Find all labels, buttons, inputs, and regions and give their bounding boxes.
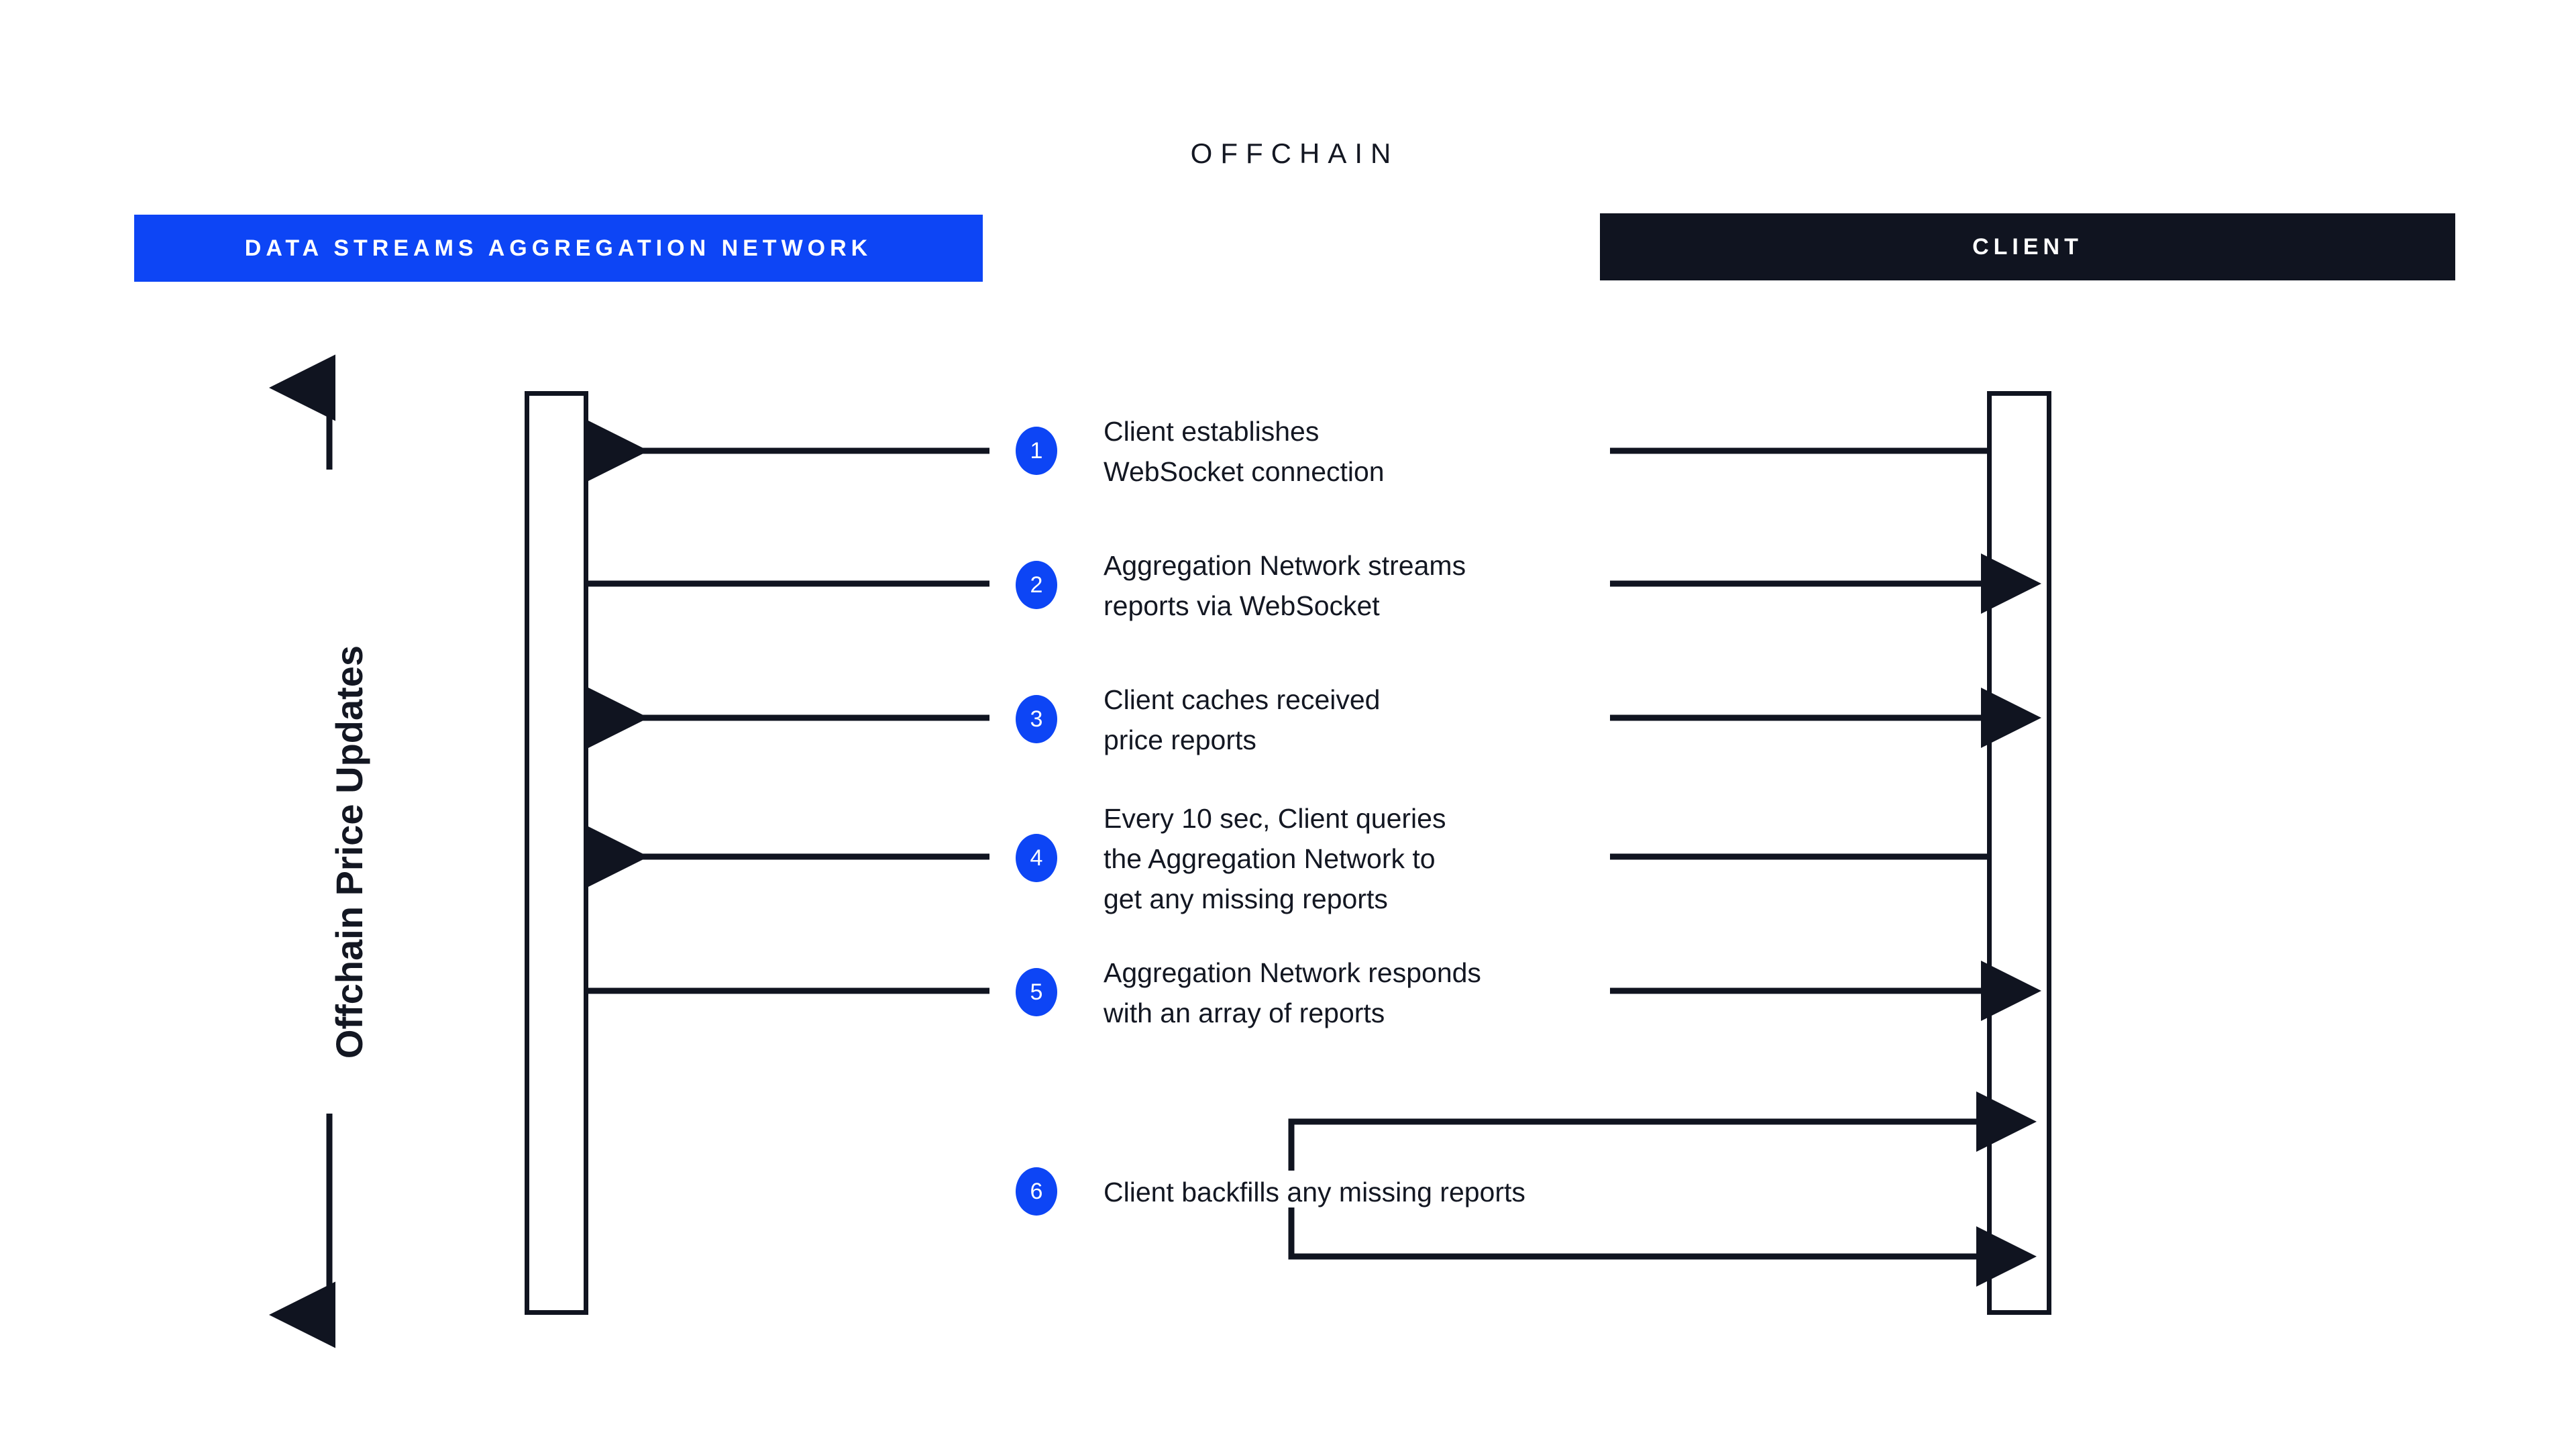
lane-header-aggregation-network-label: DATA STREAMS AGGREGATION NETWORK	[244, 235, 873, 261]
step-text-5: Aggregation Network responds with an arr…	[1104, 957, 1481, 1028]
step-badge-6-number: 6	[1030, 1178, 1043, 1204]
step-badge-2[interactable]: 2	[1016, 561, 1057, 609]
step-badge-1[interactable]: 1	[1016, 427, 1057, 475]
step-badge-6[interactable]: 6	[1016, 1167, 1057, 1216]
connector-step-6-lower	[1288, 1208, 2037, 1287]
step-badge-5[interactable]: 5	[1016, 968, 1057, 1016]
step-text-1: Client establishes WebSocket connection	[1104, 416, 1385, 487]
step-badge-5-number: 5	[1030, 979, 1043, 1005]
step-text-6: Client backfills any missing reports	[1104, 1177, 1525, 1208]
lane-header-aggregation-network: DATA STREAMS AGGREGATION NETWORK	[134, 215, 983, 282]
step-badge-4-number: 4	[1030, 845, 1043, 871]
offchain-price-updates-axis: Offchain Price Updates	[288, 376, 376, 1328]
lane-header-client-label: CLIENT	[1972, 233, 2083, 260]
diagram-title: OFFCHAIN	[1190, 138, 1399, 169]
connector-step-6-upper	[1288, 1091, 2037, 1171]
offchain-price-updates-label: Offchain Price Updates	[327, 645, 370, 1059]
step-badge-1-number: 1	[1030, 437, 1043, 464]
lane-header-client: CLIENT	[1600, 213, 2455, 280]
lifeline-aggregation-network	[525, 391, 588, 1315]
step-text-4: Every 10 sec, Client queries the Aggrega…	[1104, 803, 1446, 914]
step-badge-4[interactable]: 4	[1016, 834, 1057, 882]
step-text-2: Aggregation Network streams reports via …	[1104, 550, 1466, 621]
step-badge-2-number: 2	[1030, 572, 1043, 598]
step-badge-3-number: 3	[1030, 706, 1043, 732]
step-badge-3[interactable]: 3	[1016, 695, 1057, 743]
lifeline-client	[1987, 391, 2051, 1315]
step-text-3: Client caches received price reports	[1104, 684, 1381, 755]
